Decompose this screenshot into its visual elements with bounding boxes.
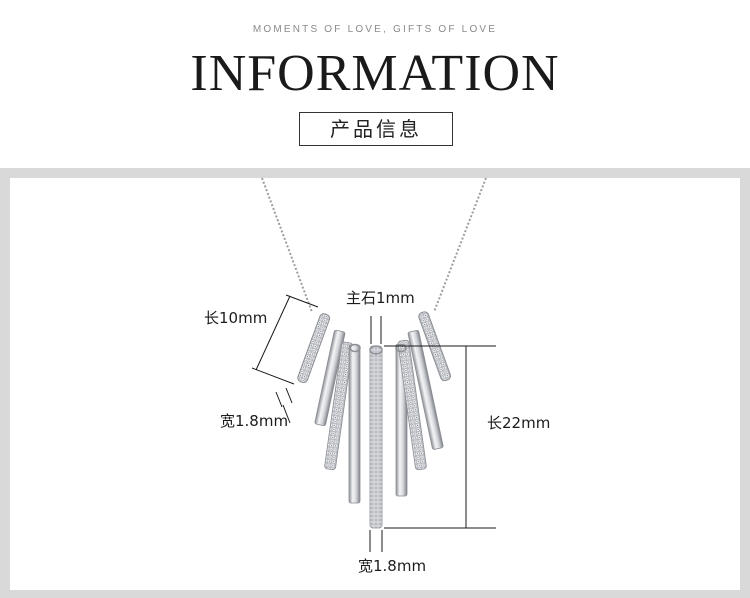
center-bar-width-label: 宽1.8mm xyxy=(358,557,427,575)
dimension-lines xyxy=(251,294,496,552)
left-bar-width-label: 宽1.8mm xyxy=(220,412,289,430)
tagline: MOMENTS OF LOVE, GIFTS OF LOVE xyxy=(252,24,498,35)
chain-right xyxy=(433,177,487,313)
center-bar-length-label: 长22mm xyxy=(487,414,551,432)
page-title: INFORMATION xyxy=(190,45,560,102)
chain-left xyxy=(261,177,313,313)
left-bar-length-label: 长10mm xyxy=(204,309,268,327)
main-stone-label: 主石1mm xyxy=(346,289,415,307)
header: MOMENTS OF LOVE, GIFTS OF LOVE INFORMATI… xyxy=(0,0,750,168)
pendant-bars xyxy=(297,311,452,529)
section-label: 产品信息 xyxy=(299,112,453,146)
